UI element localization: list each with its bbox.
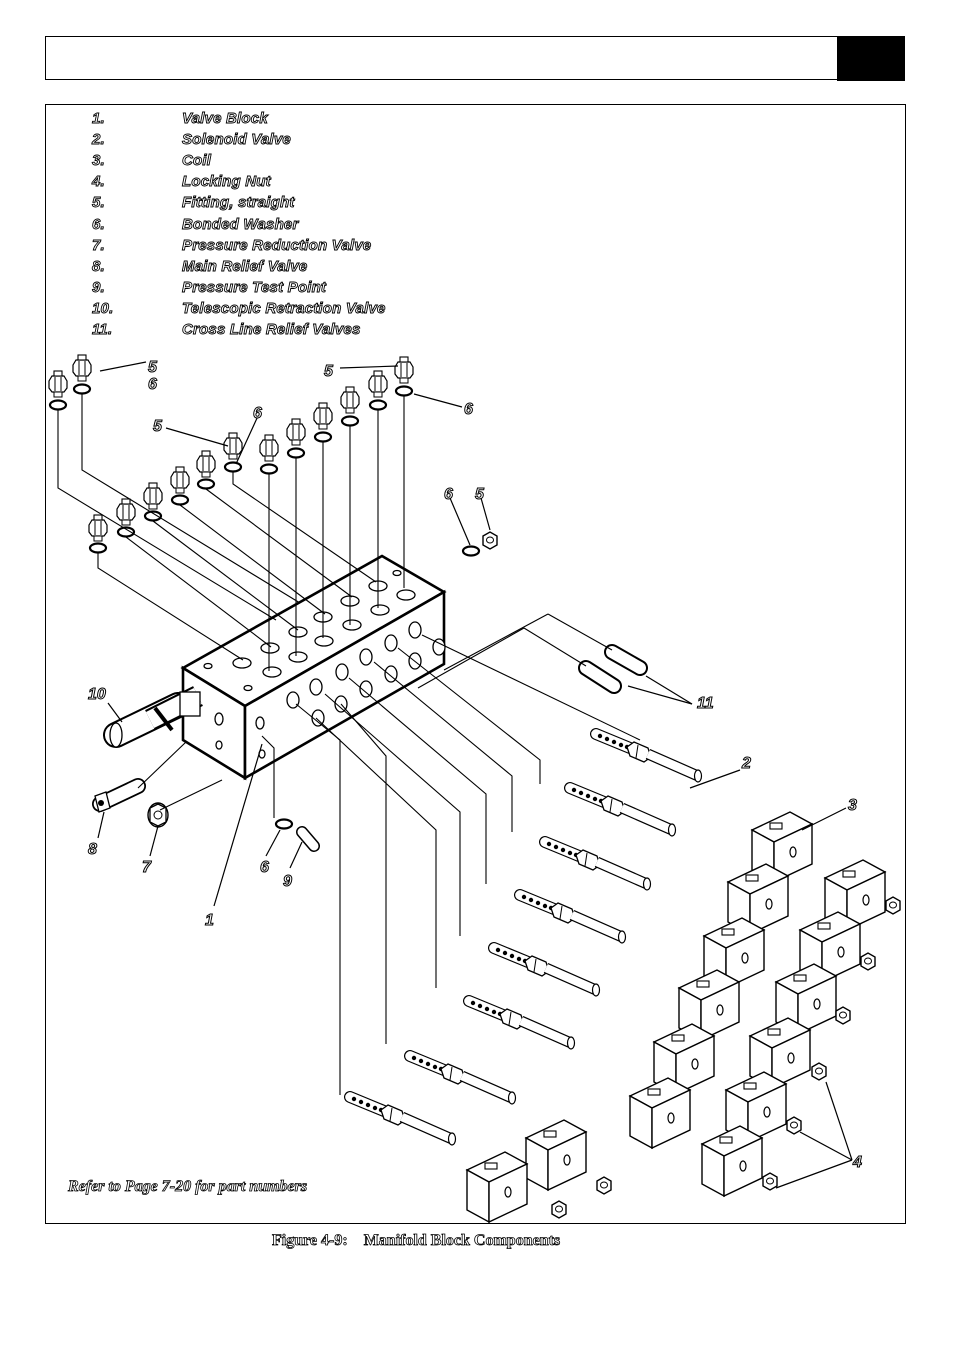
legend-number: 2. bbox=[92, 131, 106, 149]
callout-6: 6 bbox=[464, 401, 473, 418]
valve-block bbox=[180, 554, 447, 781]
legend-number: 3. bbox=[92, 152, 106, 170]
figure-title: Manifold Block Components bbox=[363, 1232, 561, 1250]
callout-5: 5 bbox=[148, 359, 158, 376]
pressure-reduction-valve bbox=[147, 802, 169, 828]
callout-numbers: 5 6 5 6 5 6 6 5 10 11 2 3 8 7 6 9 1 4 bbox=[88, 359, 863, 1172]
parts-legend: 1. Valve Block 2. Solenoid Valve 3. Coil 4.… bbox=[92, 108, 386, 340]
legend-number: 10. bbox=[92, 299, 114, 317]
legend-number: 7. bbox=[92, 236, 106, 254]
legend-item: 7. Pressure Reduction Valve bbox=[92, 235, 386, 256]
leader-lines bbox=[97, 361, 853, 1189]
chapter-tab bbox=[837, 36, 905, 81]
legend-item: 3. Coil bbox=[92, 150, 386, 171]
callout-1: 1 bbox=[205, 912, 214, 929]
main-relief-valve bbox=[92, 778, 146, 813]
legend-number: 6. bbox=[92, 215, 106, 233]
legend-label: Cross Line Relief Valves bbox=[182, 320, 361, 339]
callout-7: 7 bbox=[142, 859, 152, 876]
callout-4: 4 bbox=[852, 1154, 862, 1171]
callout-5: 5 bbox=[324, 363, 334, 380]
page-header bbox=[45, 36, 905, 81]
legend-label: Pressure Reduction Valve bbox=[182, 236, 372, 254]
coils bbox=[466, 811, 886, 1223]
figure-number: Figure 4-9: bbox=[272, 1232, 348, 1250]
legend-item: 10. Telescopic Retraction Valve bbox=[92, 298, 386, 319]
telescopic-retraction-valve bbox=[103, 686, 203, 748]
callout-5: 5 bbox=[153, 418, 163, 435]
solenoid-valves bbox=[350, 734, 702, 1145]
callout-6: 6 bbox=[148, 376, 157, 393]
legend-number: 8. bbox=[92, 257, 106, 275]
callout-2: 2 bbox=[741, 755, 751, 772]
legend-number: 9. bbox=[92, 278, 106, 296]
part-numbers-note: Refer to Page 7-20 for part numbers bbox=[68, 1178, 308, 1196]
legend-item: 2. Solenoid Valve bbox=[92, 129, 386, 150]
legend-number: 11. bbox=[92, 320, 113, 339]
legend-label: Telescopic Retraction Valve bbox=[182, 299, 386, 317]
cross-line-relief-valves bbox=[578, 644, 648, 694]
callout-10: 10 bbox=[88, 686, 106, 703]
figure-caption: Figure 4-9: Manifold Block Components bbox=[272, 1232, 561, 1250]
legend-label: Fitting, straight bbox=[182, 194, 295, 212]
legend-label: Coil bbox=[182, 152, 212, 170]
legend-item: 1. Valve Block bbox=[92, 108, 386, 129]
legend-item: 6. Bonded Washer bbox=[92, 213, 386, 234]
legend-number: 4. bbox=[92, 173, 106, 191]
assembly-lines bbox=[57, 394, 641, 1095]
legend-item: 5. Fitting, straight bbox=[92, 192, 386, 213]
callout-3: 3 bbox=[848, 797, 857, 814]
legend-number: 1. bbox=[92, 110, 106, 128]
figure-frame bbox=[45, 104, 906, 1224]
pressure-test-point bbox=[274, 818, 320, 852]
legend-item: 9. Pressure Test Point bbox=[92, 277, 386, 298]
callout-8: 8 bbox=[88, 841, 97, 858]
legend-label: Locking Nut bbox=[182, 173, 272, 191]
legend-label: Bonded Washer bbox=[182, 215, 299, 233]
legend-number: 5. bbox=[92, 194, 106, 212]
legend-label: Solenoid Valve bbox=[182, 131, 292, 149]
callout-6: 6 bbox=[444, 486, 453, 503]
legend-label: Pressure Test Point bbox=[182, 278, 327, 296]
fittings-and-washers bbox=[48, 354, 498, 557]
callout-5: 5 bbox=[475, 486, 485, 503]
legend-item: 4. Locking Nut bbox=[92, 171, 386, 192]
legend-label: Main Relief Valve bbox=[182, 257, 308, 275]
legend-item: 11. Cross Line Relief Valves bbox=[92, 319, 386, 340]
callout-9: 9 bbox=[283, 873, 292, 890]
callout-6: 6 bbox=[253, 405, 262, 422]
callout-6: 6 bbox=[260, 859, 269, 876]
legend-item: 8. Main Relief Valve bbox=[92, 256, 386, 277]
legend-label: Valve Block bbox=[182, 110, 269, 128]
callout-11: 11 bbox=[697, 695, 714, 712]
